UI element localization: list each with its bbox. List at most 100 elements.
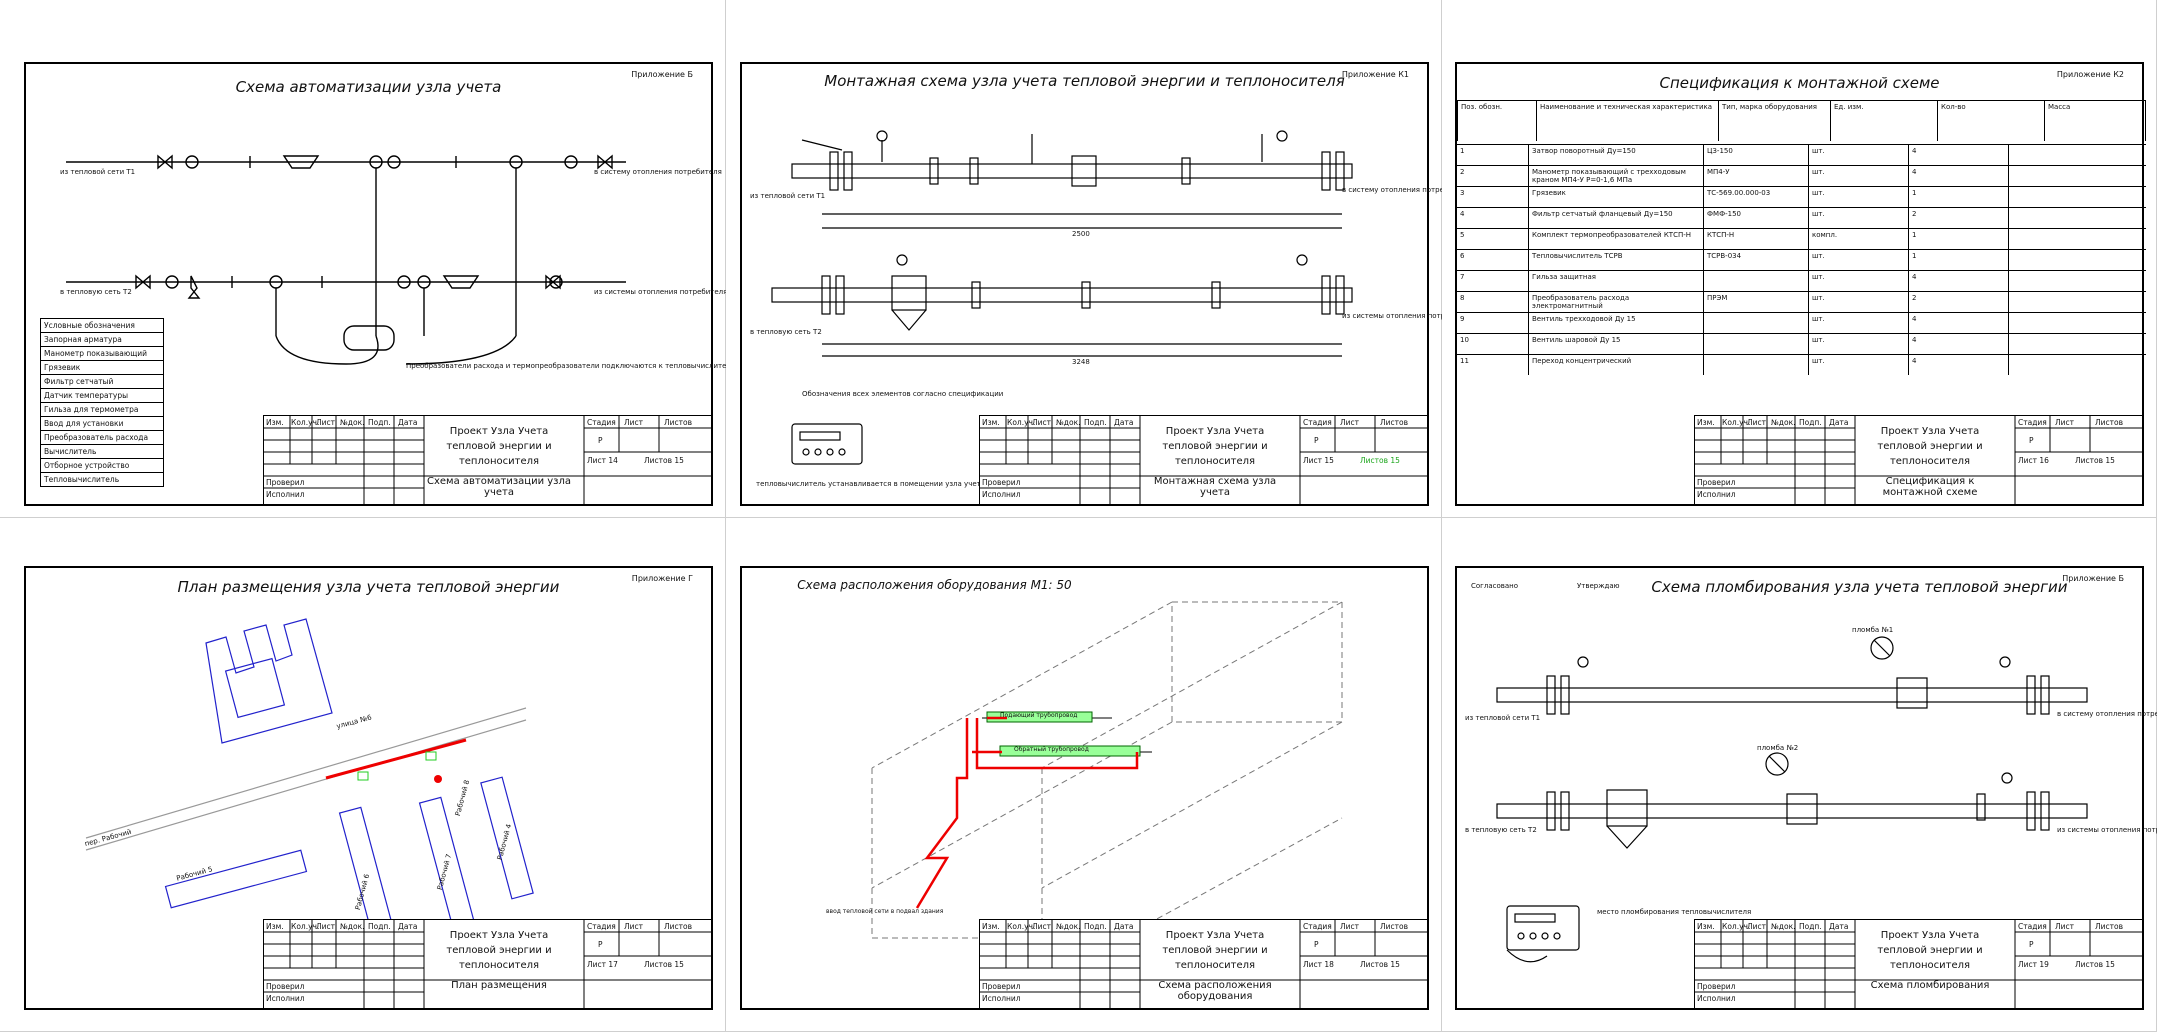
- sheet-no: Лист 16: [2018, 456, 2049, 465]
- sheets-total: Листов 15: [644, 960, 684, 969]
- legend-item: Манометр показывающий: [41, 346, 163, 360]
- stage-label: Стадия: [1303, 418, 1332, 427]
- stage-value: Р: [1314, 436, 1319, 445]
- approve-label: Утверждаю: [1577, 582, 1620, 590]
- drawing-name: План размещения: [451, 980, 547, 991]
- legend-item: Фильтр сетчатый: [41, 374, 163, 388]
- supply-out-label: в систему отопления потребителя: [1342, 186, 1470, 194]
- calc-seal-label: место пломбирования тепловычислителя: [1597, 908, 1752, 916]
- col-doc: №док.: [340, 922, 365, 931]
- return-in-label: из системы отопления потребителя: [594, 288, 728, 296]
- legend-table: Условные обозначения Запорная арматура М…: [40, 318, 164, 487]
- sheet-label: Лист: [1340, 418, 1360, 427]
- spec-cell: МП4-У: [1704, 166, 1809, 186]
- spec-cell: ПРЭМ: [1704, 292, 1809, 312]
- col-list: Лист: [1032, 418, 1052, 427]
- automation-diagram: [66, 154, 626, 365]
- seal-label: пломба №1: [1852, 626, 1894, 634]
- spec-cell: [2009, 355, 2146, 375]
- spec-cell: 2: [1909, 208, 2009, 228]
- sheet-equipment-layout[interactable]: Схема расположения оборудования М1: 50 П…: [740, 566, 1429, 1010]
- spec-cell: 4: [1457, 208, 1529, 228]
- project-name: Проект Узла Учета тепловой энергии и теп…: [1162, 426, 1268, 467]
- spec-cell: [2009, 292, 2146, 312]
- sealing-diagram: [1496, 636, 2088, 963]
- drawing-cell-1: Схема автоматизации узла учета Приложени…: [0, 0, 737, 518]
- return-out-label: в тепловую сеть T2: [60, 288, 132, 296]
- col-kol: Кол.уч.: [291, 418, 320, 427]
- spec-cell: 4: [1909, 145, 2009, 165]
- spec-cell: 2: [1457, 166, 1529, 186]
- sheets-label: Листов: [1380, 418, 1409, 427]
- sheet-mounting[interactable]: Монтажная схема узла учета тепловой энер…: [740, 62, 1475, 506]
- col-izm: Изм.: [266, 922, 284, 931]
- spec-cell: шт.: [1809, 187, 1909, 207]
- sheet-specification[interactable]: Спецификация к монтажной схеме Приложени…: [1455, 62, 2146, 506]
- designed-label: Исполнил: [982, 490, 1021, 499]
- checked-label: Проверил: [1697, 478, 1736, 487]
- spec-cell: [2009, 208, 2146, 228]
- legend-item: Преобразователь расхода: [41, 430, 163, 444]
- title-block: Изм. Кол.уч. Лист №док. Подп. Дата Прове…: [1694, 415, 2142, 504]
- sheet-label: Лист: [1340, 922, 1360, 931]
- spec-cell: [1704, 355, 1809, 375]
- sheets-label: Листов: [664, 922, 693, 931]
- spec-cell: [2009, 145, 2146, 165]
- site-plan-drawing: [85, 618, 534, 940]
- spec-cell: шт.: [1809, 166, 1909, 186]
- sheet-site-plan[interactable]: План размещения узла учета тепловой энер…: [24, 566, 713, 1010]
- spec-cell: [2009, 229, 2146, 249]
- col-kol: Кол.уч.: [1007, 922, 1036, 931]
- return-box-label: Обратный трубопровод: [1014, 746, 1089, 753]
- drawing-cell-3: Спецификация к монтажной схеме Приложени…: [1442, 0, 2157, 518]
- drawing-name: Схема пломбирования: [1870, 980, 1990, 991]
- col-list: Лист: [1032, 922, 1052, 931]
- agree-label: Согласовано: [1471, 582, 1519, 590]
- drawing-name: Спецификация к монтажной схеме: [1882, 476, 1978, 498]
- sheet-label: Лист: [2055, 418, 2075, 427]
- col-list: Лист: [1747, 922, 1767, 931]
- col-doc: №док.: [1771, 922, 1796, 931]
- sheet-title: Монтажная схема узла учета тепловой энер…: [824, 72, 1345, 90]
- spec-cell: шт.: [1809, 313, 1909, 333]
- spec-cell: Вентиль трехходовой Ду 15: [1529, 313, 1704, 333]
- designed-label: Исполнил: [1697, 490, 1736, 499]
- title-block: Изм. Кол.уч. Лист №док. Подп. Дата Прове…: [979, 919, 1427, 1008]
- sheet-automation[interactable]: Схема автоматизации узла учета Приложени…: [24, 62, 737, 506]
- col-sign: Подп.: [1799, 418, 1822, 427]
- spec-cell: Затвор поворотный Ду=150: [1529, 145, 1704, 165]
- spec-cell: Преобразователь расхода электромагнитный: [1529, 292, 1704, 312]
- stage-value: Р: [598, 940, 603, 949]
- legend-item: Запорная арматура: [41, 332, 163, 346]
- pipe-note: Обозначения всех элементов согласно спец…: [802, 390, 1004, 398]
- return-in-label: из системы отопления потребителя: [1342, 312, 1476, 320]
- drawing-cell-6: Схема пломбирования узла учета тепловой …: [1442, 518, 2157, 1032]
- supply-in-label: из тепловой сети T1: [750, 192, 826, 200]
- spec-cell: [2009, 250, 2146, 270]
- supply-box-label: Подающий трубопровод: [1000, 712, 1078, 719]
- spec-cell: [2009, 313, 2146, 333]
- spec-cell: 4: [1909, 313, 2009, 333]
- dim-top: 2500: [1072, 230, 1090, 238]
- stage-label: Стадия: [1303, 922, 1332, 931]
- spec-cell: 7: [1457, 271, 1529, 291]
- sheets-total: Листов 15: [644, 456, 684, 465]
- drawing-cell-2: Монтажная схема узла учета тепловой энер…: [726, 0, 1475, 518]
- col-izm: Изм.: [266, 418, 284, 427]
- drawing-name: Схема автоматизации узла учета: [426, 476, 572, 498]
- spec-cell: 10: [1457, 334, 1529, 354]
- spec-cell: Тепловычислитель ТСРВ: [1529, 250, 1704, 270]
- col-kol: Кол.уч.: [291, 922, 320, 931]
- legend-item: Отборное устройство: [41, 458, 163, 472]
- sheet-sealing[interactable]: Схема пломбирования узла учета тепловой …: [1455, 566, 2157, 1010]
- col-date: Дата: [1114, 418, 1134, 427]
- sheet-title: План размещения узла учета тепловой энер…: [177, 578, 560, 596]
- appendix-label: Приложение К2: [2056, 70, 2124, 79]
- return-out-label: в тепловую сеть T2: [750, 328, 822, 336]
- spec-cell: шт.: [1809, 145, 1909, 165]
